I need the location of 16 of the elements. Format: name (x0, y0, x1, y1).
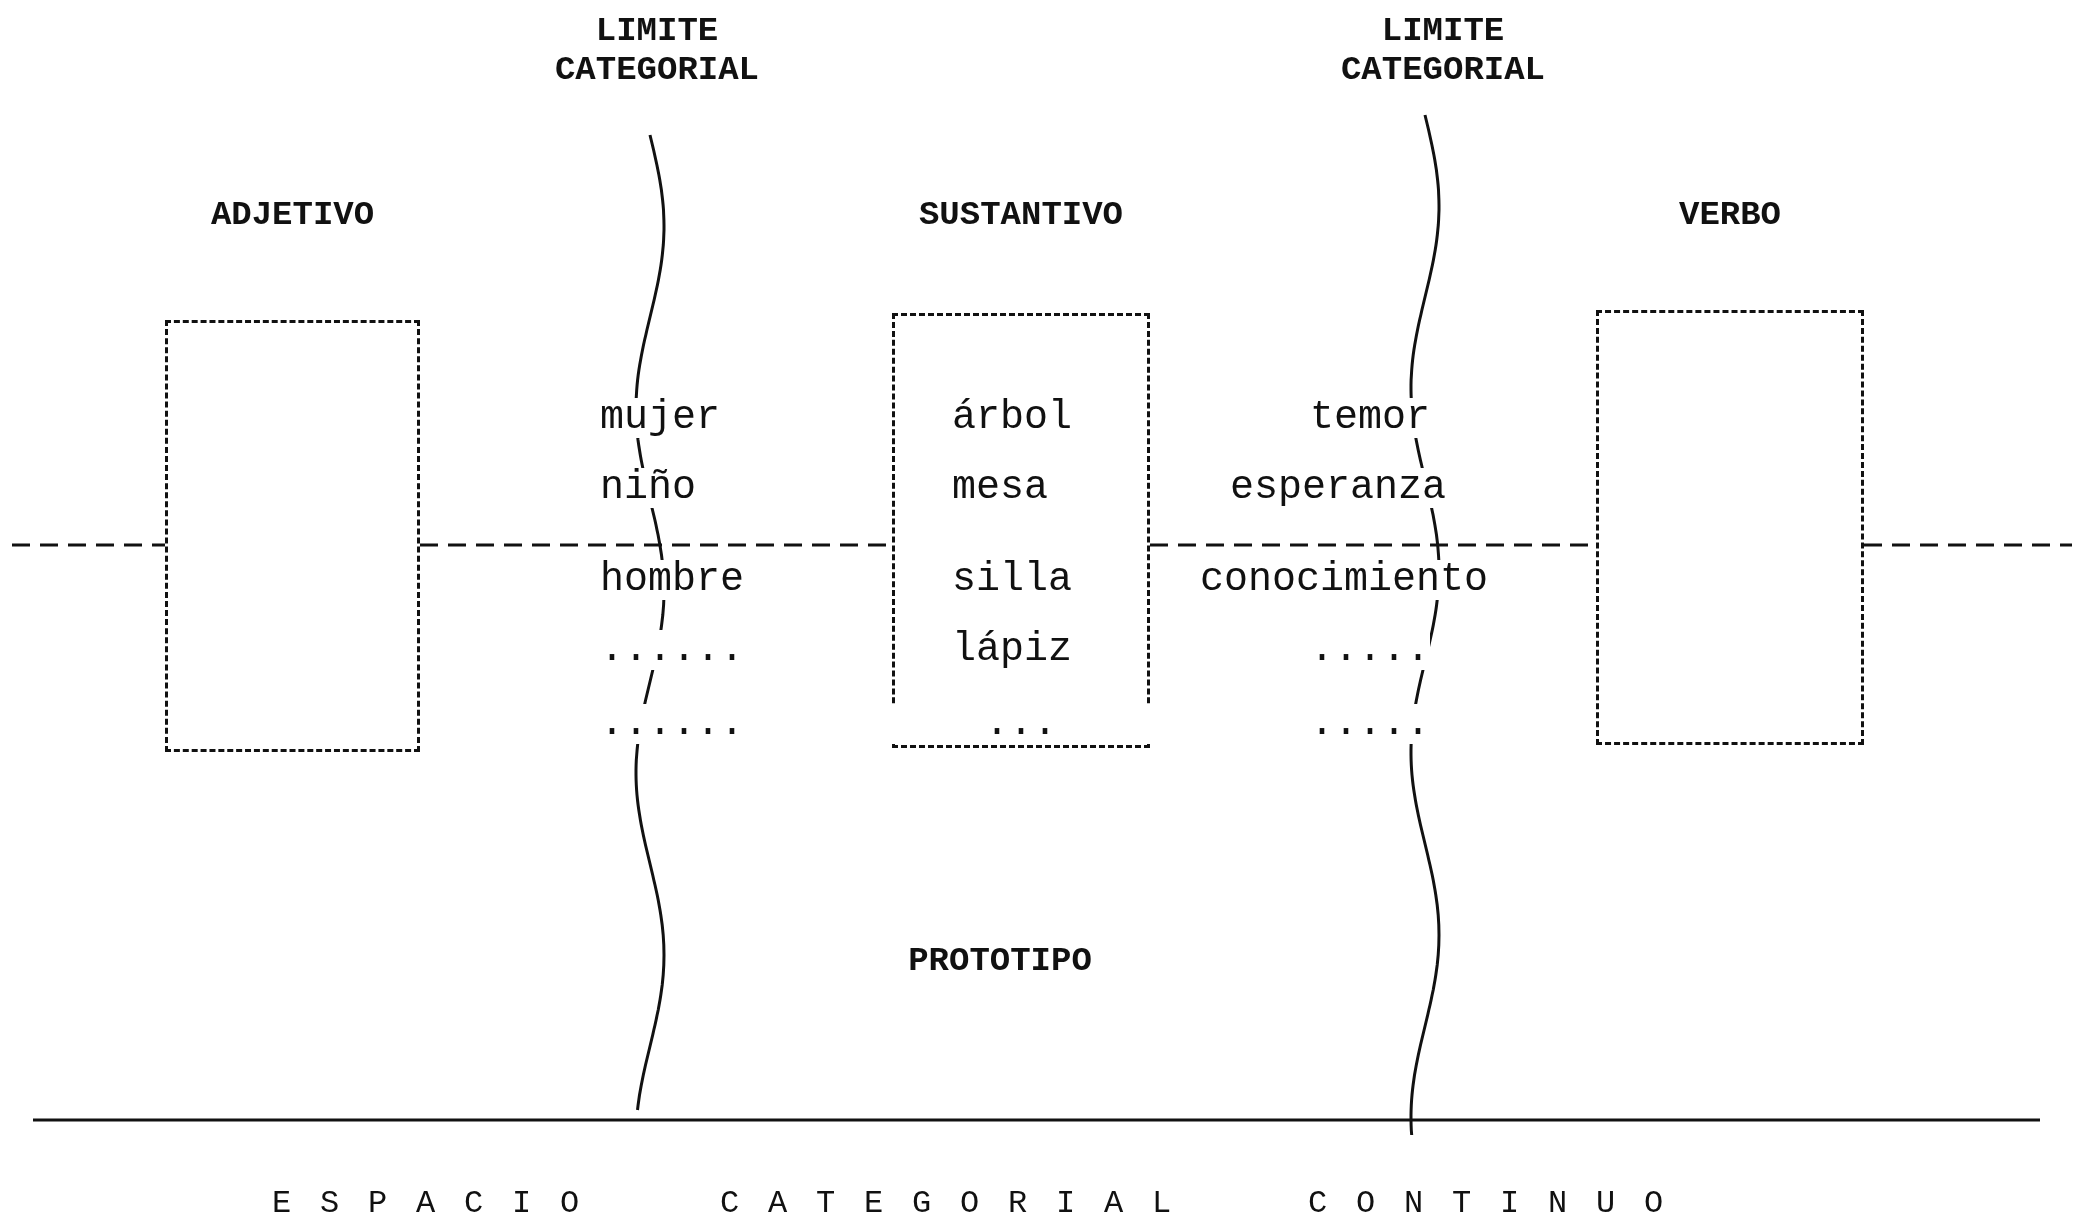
example-word: esperanza (1230, 468, 1447, 508)
example-word: hombre (600, 560, 745, 600)
dashed-connector (1864, 543, 2072, 547)
category-heading: VERBO (1678, 196, 1782, 236)
category-heading: SUSTANTIVO (917, 196, 1124, 236)
axis-caption: CONTINUO (1308, 1186, 1692, 1223)
example-word: conocimiento (1200, 560, 1489, 600)
category-heading: ADJETIVO (209, 196, 376, 236)
example-word: ... (892, 704, 1150, 744)
heading-label: LIMITE CATEGORIAL (553, 12, 760, 91)
axis-caption: CATEGORIAL (720, 1186, 1200, 1223)
axis-caption: ESPACIO (272, 1186, 608, 1223)
dashed-connector (12, 543, 165, 547)
example-word: niño (600, 468, 696, 508)
heading-label: PROTOTIPO (908, 942, 1092, 982)
heading-label: LIMITE CATEGORIAL (1339, 12, 1546, 91)
